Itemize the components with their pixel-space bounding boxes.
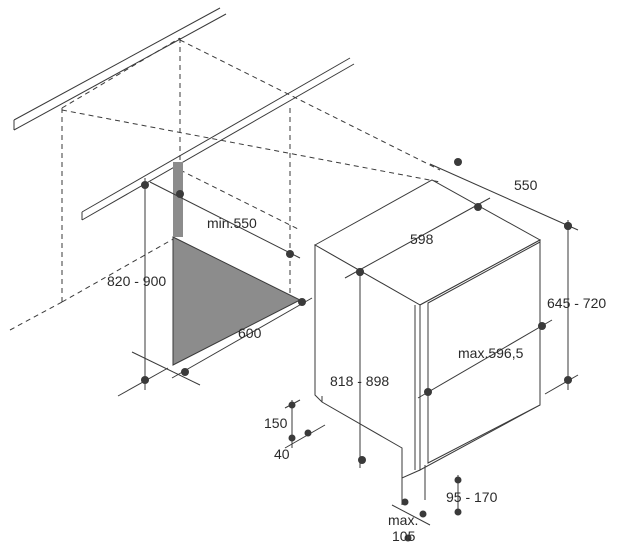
niche-dashed-outline [9,37,441,331]
dimension-line-max-596-5 [417,319,553,399]
label-95-170: 95 - 170 [446,489,498,505]
niche-back-panel [173,162,183,237]
dimension-line-820-900 [117,178,169,397]
label-max-105-line1: max. [388,512,418,528]
label-645-720: 645 - 720 [547,295,606,311]
label-max-596-5: max.596,5 [458,345,524,361]
label-150: 150 [264,415,288,431]
dishwasher-body [313,179,542,479]
niche-floor [172,236,302,366]
worktop-top [13,7,227,131]
label-598: 598 [410,231,434,247]
label-600: 600 [238,325,262,341]
label-818-898: 818 - 898 [330,373,389,389]
dimension-line-150-40 [284,399,326,449]
dimension-line-818-898 [356,268,366,468]
label-820-900: 820 - 900 [107,273,166,289]
dimension-line-645-720 [544,220,579,395]
label-550: 550 [514,177,538,193]
worktop-front-edge [81,57,355,221]
label-max-105-line2: 105 [392,528,416,544]
dimension-line-min-550 [149,181,301,259]
label-40: 40 [274,446,290,462]
label-min-550: min.550 [207,215,257,231]
dimension-line-95-170 [424,465,462,516]
dimension-line-600 [131,297,313,386]
dimension-line-max-105 [391,478,431,542]
